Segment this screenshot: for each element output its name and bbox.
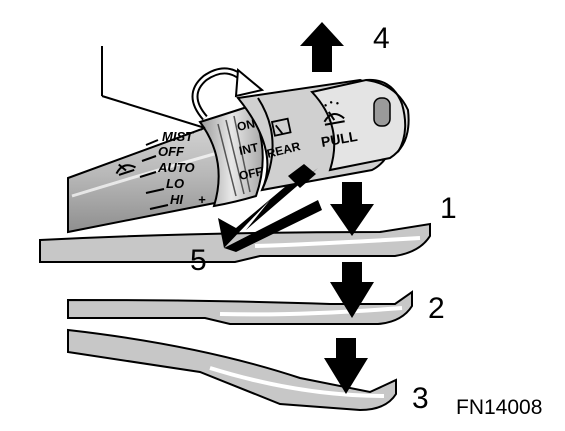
callout-3: 3 <box>412 382 429 415</box>
callout-1: 1 <box>440 192 457 225</box>
lever-marking-plus: + <box>198 192 206 207</box>
wiper-dial <box>198 104 264 208</box>
pull-knob <box>310 78 410 172</box>
lever-marking-minus: - <box>198 121 202 136</box>
arrow-down-position-2 <box>330 262 374 318</box>
lever-position-2-outline <box>67 290 413 325</box>
callout-2: 2 <box>428 292 445 325</box>
callout-5: 5 <box>190 244 207 277</box>
lever-marking-auto: AUTO <box>157 160 195 175</box>
rear-marking-int: INT <box>238 140 260 158</box>
arrow-down-position-1 <box>330 182 374 236</box>
rear-wiper-icon <box>270 117 292 137</box>
lever-position-3-outline <box>67 328 397 412</box>
lever-marking-hi: HI <box>170 192 183 207</box>
rear-marking-on: ON <box>236 116 257 133</box>
lever-marking-lo: LO <box>166 176 184 191</box>
arrow-up-position-4 <box>300 22 344 72</box>
pull-label: PULL <box>320 128 359 150</box>
lever-marking-off: OFF <box>158 144 185 159</box>
washer-spray-icon <box>323 101 345 126</box>
arrow-down-left-position-5 <box>218 164 322 252</box>
callout-4: 4 <box>373 22 390 55</box>
front-wiper-washer-icon <box>115 163 136 176</box>
lever-tick-marks <box>139 139 169 210</box>
figure-code: FN14008 <box>456 396 542 419</box>
rear-marking-off: OFF <box>238 164 264 183</box>
pointer-leader-line <box>101 46 206 129</box>
lever-marking-mist: MIST <box>162 129 194 144</box>
arrow-down-position-3 <box>324 338 368 394</box>
rotate-arrow-icon <box>191 67 265 121</box>
